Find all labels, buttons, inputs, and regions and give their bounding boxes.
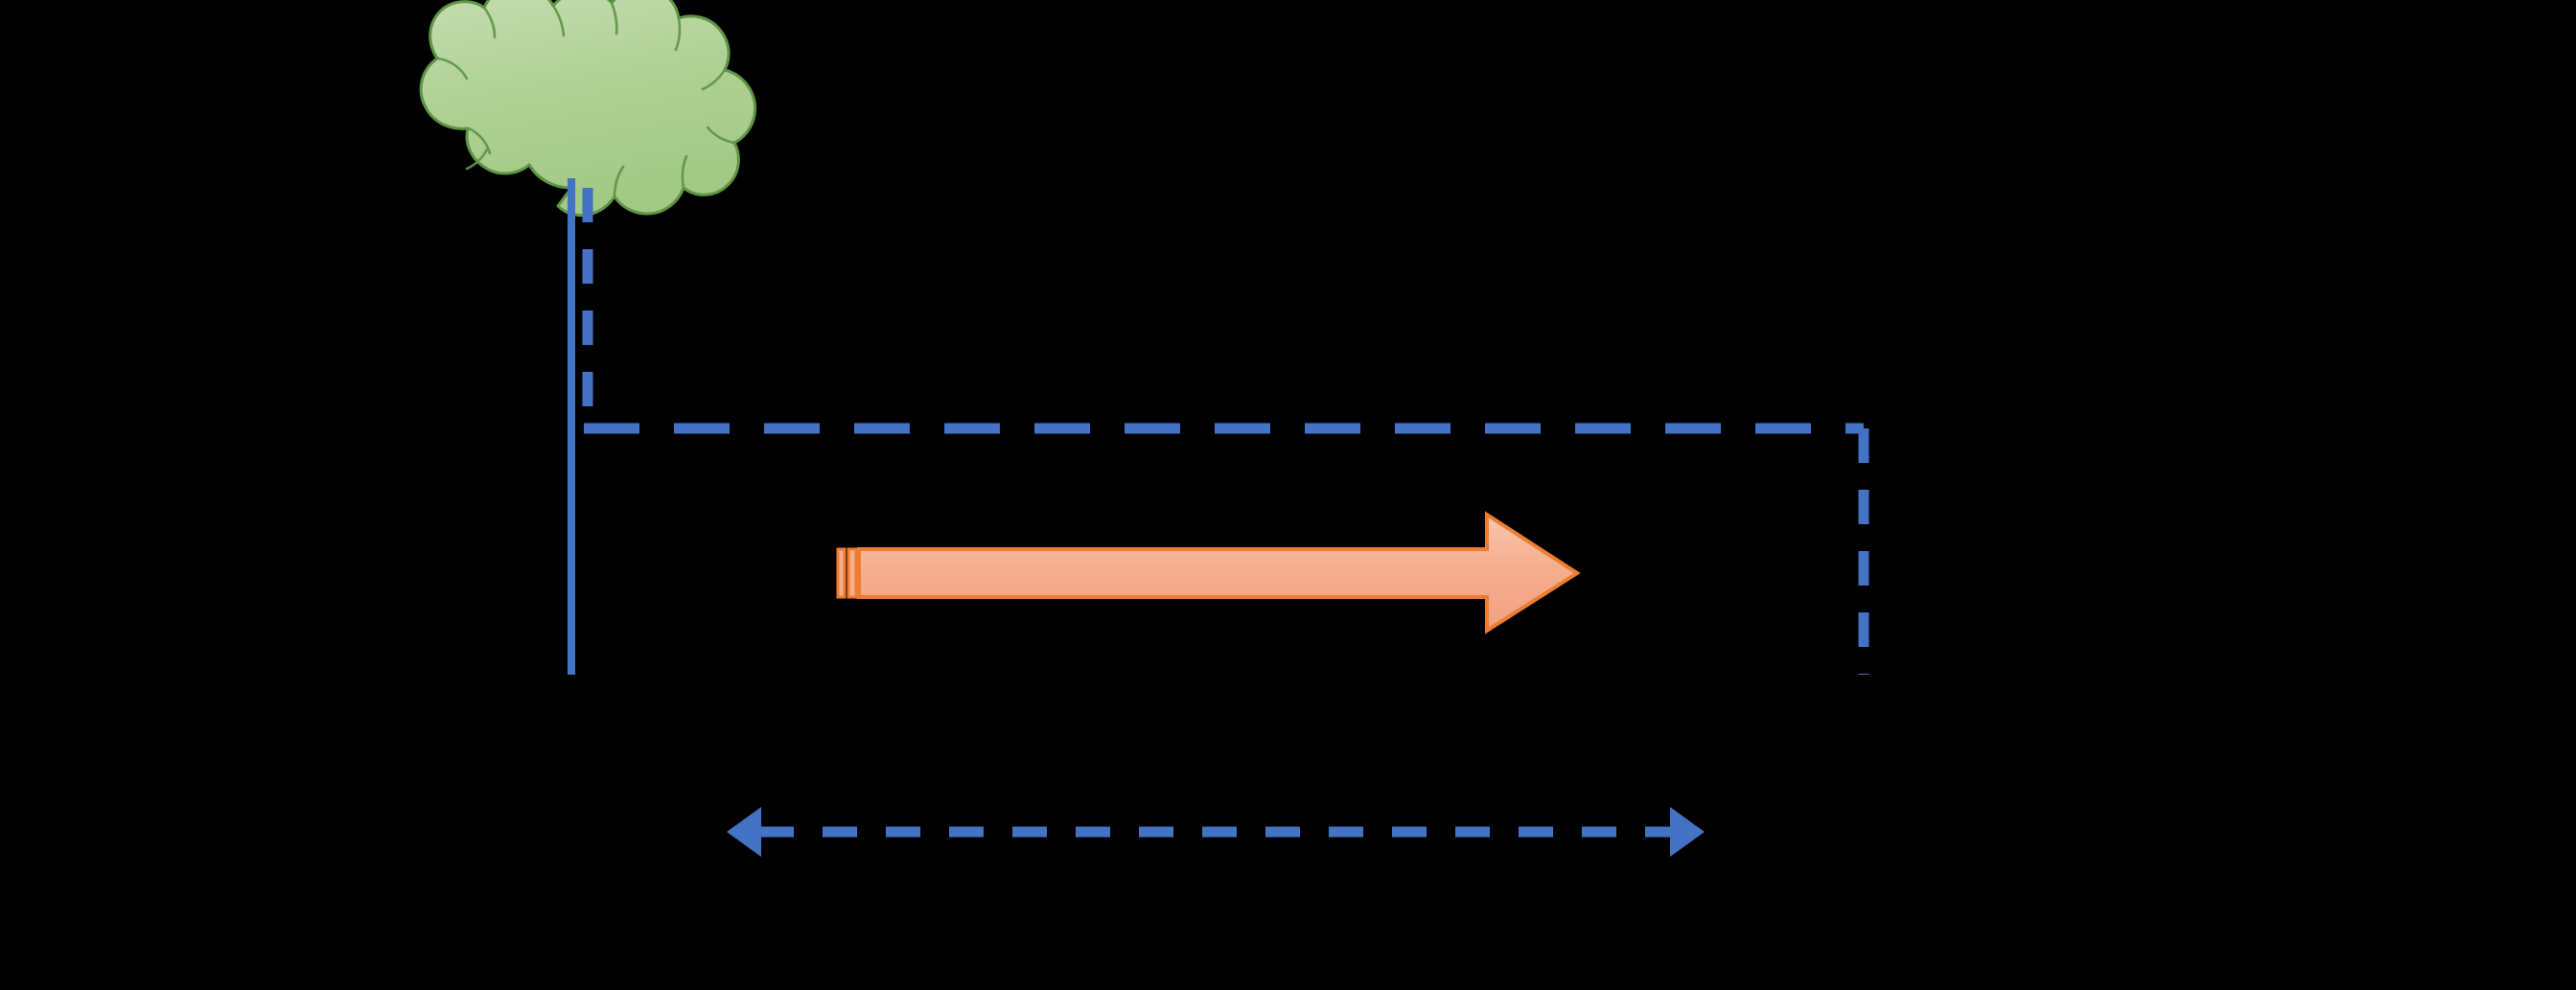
span-arrow-head-right	[1670, 807, 1705, 857]
orange-arrow-body	[857, 511, 1581, 634]
tree-crown-icon	[419, 0, 757, 218]
tree-crown-shape	[419, 0, 757, 218]
span-arrow-head-left	[727, 807, 761, 857]
orange-arrow-tail-tick-1	[836, 547, 847, 599]
orange-block-arrow	[836, 511, 1581, 634]
orange-arrow-tail-tick-2	[847, 547, 858, 599]
double-headed-dashed-span-arrow	[727, 807, 1705, 857]
tree-crown-lobe-lines	[436, 1, 736, 198]
